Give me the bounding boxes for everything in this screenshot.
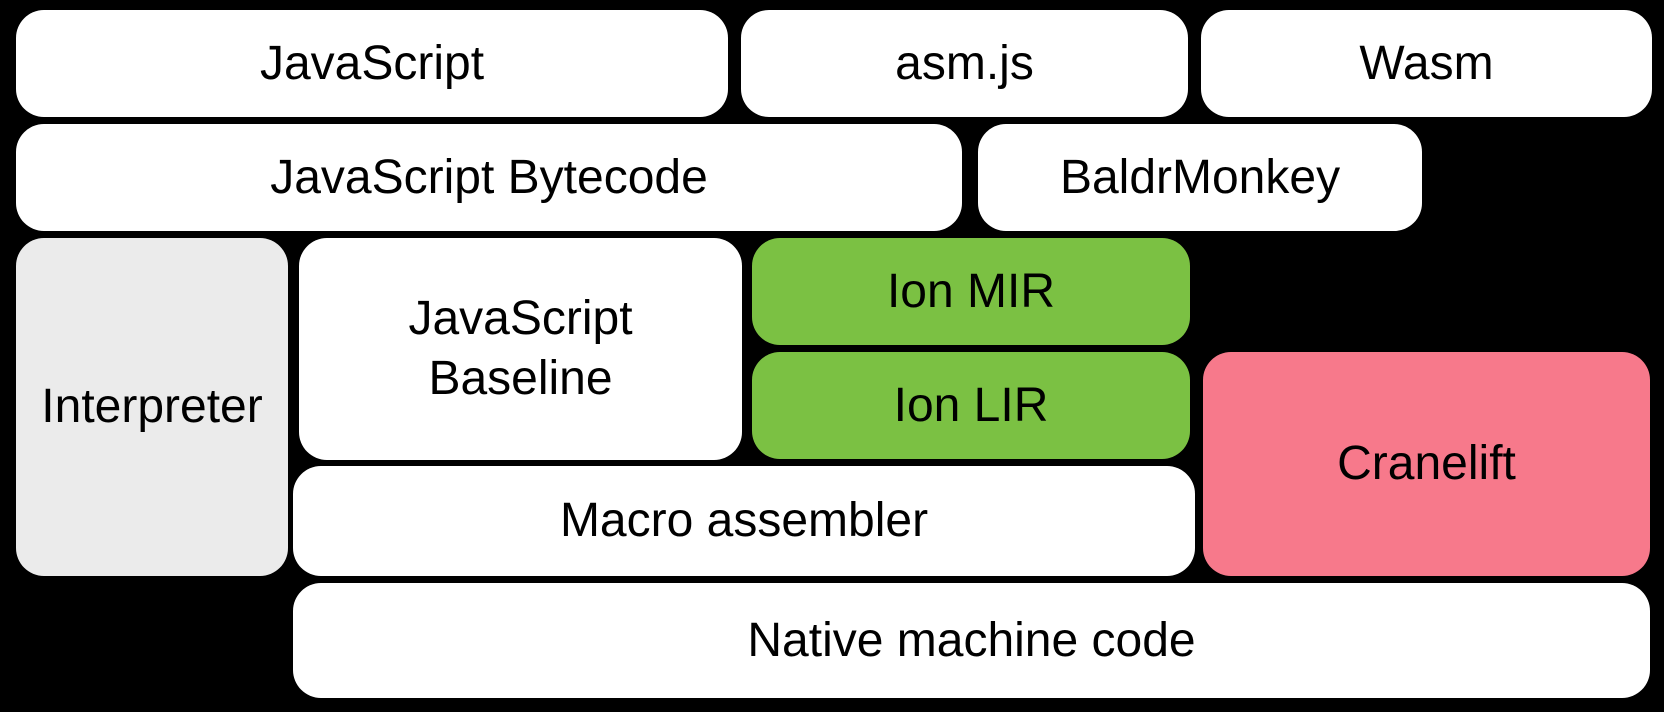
box-asmjs: asm.js	[741, 10, 1188, 117]
box-javascript-label: JavaScript	[259, 36, 485, 90]
box-cranelift: Cranelift	[1203, 352, 1650, 576]
box-ion-mir-label: Ion MIR	[886, 264, 1056, 318]
box-javascript-bytecode-label: JavaScript Bytecode	[270, 150, 708, 204]
box-native-machine-code: Native machine code	[293, 583, 1650, 698]
box-cranelift-label: Cranelift	[1337, 437, 1516, 490]
box-baldrmonkey-label: BaldrMonkey	[1059, 150, 1341, 204]
box-baldrmonkey: BaldrMonkey	[978, 124, 1422, 231]
box-wasm: Wasm	[1201, 10, 1652, 117]
box-macro-assembler: Macro assembler	[293, 466, 1195, 576]
box-javascript-baseline-label: JavaScript Baseline	[408, 292, 633, 405]
box-asmjs-label: asm.js	[895, 36, 1034, 90]
box-wasm-label: Wasm	[1359, 36, 1494, 90]
box-native-machine-code-label: Native machine code	[747, 613, 1196, 667]
box-ion-lir: Ion LIR	[752, 352, 1190, 459]
box-javascript-bytecode: JavaScript Bytecode	[16, 124, 962, 231]
box-ion-lir-label: Ion LIR	[893, 378, 1049, 432]
box-interpreter: Interpreter	[16, 238, 288, 576]
box-macro-assembler-label: Macro assembler	[559, 494, 929, 547]
box-interpreter-label: Interpreter	[41, 380, 263, 433]
box-javascript-baseline: JavaScript Baseline	[299, 238, 742, 460]
box-javascript: JavaScript	[16, 10, 728, 117]
box-ion-mir: Ion MIR	[752, 238, 1190, 345]
